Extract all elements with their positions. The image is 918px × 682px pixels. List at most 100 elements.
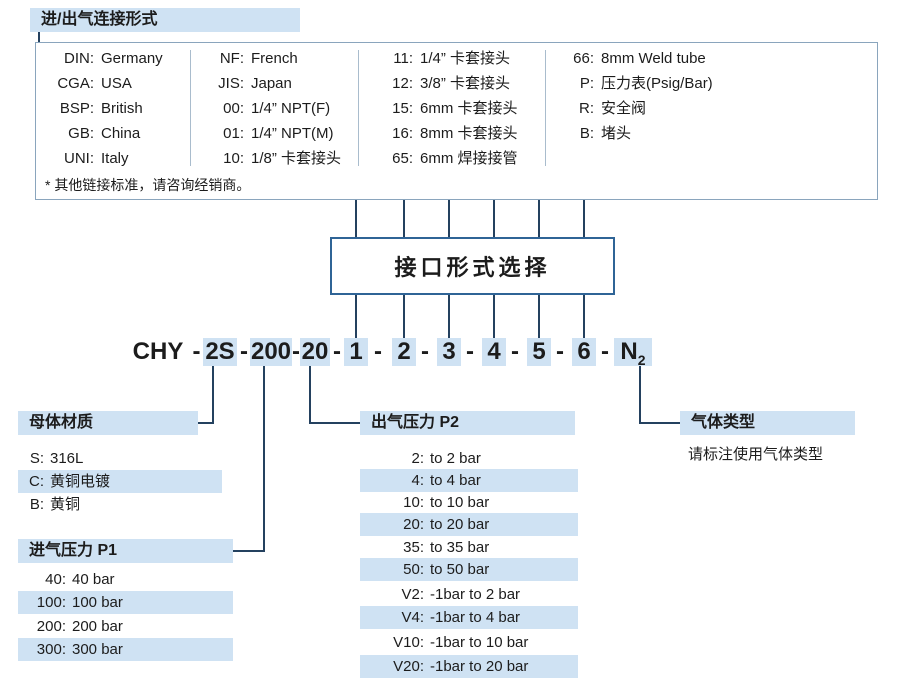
option-code: JIS: [218, 75, 244, 92]
connection-option: B:堵头 [560, 121, 631, 146]
connection-option: JIS: Japan [208, 71, 292, 96]
outlet-pressure-option: 4:to 4 bar [360, 469, 578, 492]
material-section-title: 母体材质 [18, 411, 198, 435]
option-desc: 压力表(Psig/Bar) [601, 75, 713, 92]
option-code: 200: [36, 618, 66, 635]
connection-option: UNI:Italy [52, 146, 129, 171]
option-code: R: [579, 100, 594, 117]
option-desc: Japan [251, 75, 292, 92]
gas-type-section-title: 气体类型 [680, 411, 855, 435]
option-code: BSP: [59, 100, 94, 117]
option-desc: 1/8” 卡套接头 [251, 150, 342, 167]
outlet-pressure-option: 2: to 2 bar [360, 447, 578, 470]
outlet-pressure-option: 35:to 35 bar [360, 536, 578, 559]
option-code: V20: [393, 658, 424, 675]
option-desc: to 10 bar [430, 494, 490, 511]
connection-option: BSP: British [52, 96, 143, 121]
option-code: S: [29, 450, 44, 467]
option-code: 40: [45, 571, 66, 588]
option-desc: 316L [50, 450, 84, 467]
option-desc: -1bar to 4 bar [430, 609, 521, 626]
connection-option: NF:French [208, 46, 298, 71]
connection-footnote: * 其他链接标准，请咨询经销商。 [45, 177, 251, 193]
connection-option: 10: 1/8” 卡套接头 [208, 146, 341, 171]
option-code: 10: [223, 150, 244, 167]
model-segment-port-4: 4 [482, 338, 506, 366]
gas-type-note: 请标注使用气体类型 [688, 446, 824, 463]
connection-table-box [35, 42, 878, 200]
connector-line-material-v [212, 366, 214, 424]
option-desc: 1/4” 卡套接头 [420, 50, 511, 67]
connection-option: 00:1/4” NPT(F) [208, 96, 330, 121]
option-desc: to 4 bar [430, 472, 481, 489]
gas-subscript: 2 [637, 351, 646, 368]
model-prefix: CHY [132, 338, 184, 365]
option-code: GB: [68, 125, 94, 142]
interface-selector-label: 接口形式选择 [394, 255, 551, 280]
option-desc: 1/4” NPT(F) [251, 100, 331, 117]
option-code: 65: [392, 150, 413, 167]
option-code: DIN: [64, 50, 94, 67]
option-code: V2: [401, 586, 424, 603]
material-option: S: 316L [18, 447, 222, 470]
option-code: 100: [36, 594, 66, 611]
option-code: V10: [393, 634, 424, 651]
connector-line-material-h [198, 422, 214, 424]
outlet-pressure-option: 50: to 50 bar [360, 558, 578, 581]
model-segment-port-6: 6 [572, 338, 596, 366]
outlet-pressure-section-title: 出气压力 P2 [360, 411, 575, 435]
option-code: C: [29, 473, 44, 490]
option-desc: Germany [101, 50, 163, 67]
option-desc: 8mm Weld tube [601, 50, 706, 67]
connection-option: R:安全阀 [560, 96, 646, 121]
option-code: CGA: [57, 75, 94, 92]
connection-option: 16:8mm 卡套接头 [385, 121, 517, 146]
option-desc: 6mm 焊接接管 [420, 150, 518, 167]
connection-option: DIN: Germany [52, 46, 163, 71]
outlet-pressure-option: V4: -1bar to 4 bar [360, 606, 578, 629]
model-dash: - [556, 338, 564, 365]
connector-line-title [38, 30, 40, 43]
connector-line-inlet-h [233, 550, 265, 552]
option-desc: China [101, 125, 141, 142]
option-desc: 3/8” 卡套接头 [420, 75, 511, 92]
option-code: 10: [403, 494, 424, 511]
option-desc: USA [101, 75, 132, 92]
option-desc: 堵头 [601, 125, 632, 142]
option-desc: -1bar to 20 bar [430, 658, 529, 675]
inlet-pressure-option: 200: 200 bar [18, 615, 233, 638]
option-code: 50: [403, 561, 424, 578]
option-code: NF: [219, 50, 244, 67]
option-code: 2: [411, 450, 424, 467]
inlet-pressure-option: 100: 100 bar [18, 591, 233, 614]
model-dash: - [333, 338, 341, 365]
inlet-pressure-section-title: 进气压力 P1 [18, 539, 233, 563]
option-code: 01: [223, 125, 244, 142]
option-desc: 6mm 卡套接头 [420, 100, 518, 117]
inlet-pressure-option: 40:40 bar [18, 568, 233, 591]
connection-section-title: 进/出气连接形式 [30, 8, 300, 32]
model-dash: - [511, 338, 519, 365]
option-desc: 100 bar [72, 594, 123, 611]
connector-line-outlet-v [309, 366, 311, 424]
option-desc: to 2 bar [430, 450, 481, 467]
column-divider [545, 50, 546, 166]
material-option: C: 黄铜电镀 [18, 470, 222, 493]
option-code: 300: [36, 641, 66, 658]
option-desc: 200 bar [72, 618, 123, 635]
gas-symbol: N [620, 338, 638, 365]
model-segment-gas: N2 [614, 338, 652, 368]
option-desc: -1bar to 10 bar [430, 634, 529, 651]
option-code: P: [579, 75, 594, 92]
option-code: V4: [401, 609, 424, 626]
option-desc: 1/4” NPT(M) [251, 125, 334, 142]
option-desc: to 50 bar [430, 561, 490, 578]
option-code: 12: [392, 75, 413, 92]
model-dash: - [601, 338, 609, 365]
option-desc: -1bar to 2 bar [430, 586, 521, 603]
option-desc: 黄铜电镀 [50, 473, 111, 490]
connector-line-inlet-v [263, 366, 265, 552]
model-dash: - [466, 338, 474, 365]
option-desc: British [101, 100, 143, 117]
connection-option: 65: 6mm 焊接接管 [385, 146, 518, 171]
